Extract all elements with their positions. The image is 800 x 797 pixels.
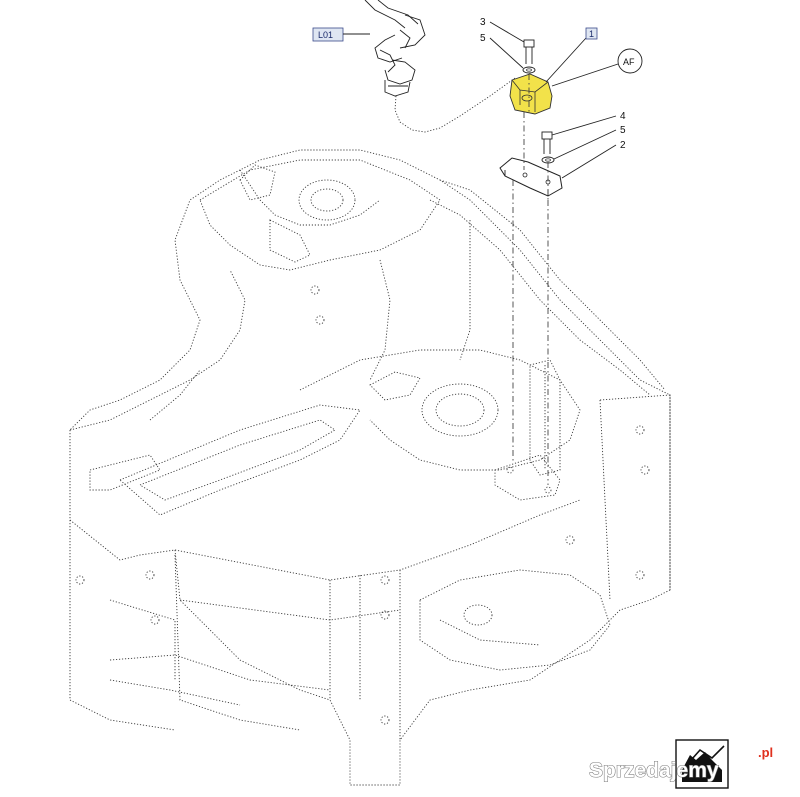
reference-box-label: L01 <box>318 30 333 40</box>
highlighted-part-1[interactable] <box>509 73 553 115</box>
callout-5-top: 5 <box>480 33 486 44</box>
watermark-text: Sprzedajemy <box>589 759 719 782</box>
view-circle-af[interactable] <box>617 48 643 74</box>
axle-housing-drawing <box>69 149 671 786</box>
mounting-plate-2 <box>499 157 563 197</box>
reference-box-l01[interactable] <box>312 27 344 42</box>
view-icon[interactable] <box>675 739 729 789</box>
bolt-top <box>522 39 536 74</box>
callout-5-lower: 5 <box>620 125 626 136</box>
item-box-1-label: 1 <box>589 29 594 39</box>
callout-4: 4 <box>620 111 626 122</box>
view-circle-label: AF <box>623 57 635 67</box>
hose-assembly <box>364 0 516 133</box>
watermark-suffix: .pl <box>758 745 773 760</box>
alignment-lines <box>512 74 549 485</box>
callout-3: 3 <box>480 17 486 28</box>
bolt-lower <box>541 131 555 164</box>
callouts: 3 5 4 5 2 1 L01 AF <box>312 17 643 179</box>
item-box-1 <box>585 27 598 40</box>
callout-2: 2 <box>620 140 626 151</box>
watermark-logo: Sprzedajemy .pl <box>588 745 773 783</box>
